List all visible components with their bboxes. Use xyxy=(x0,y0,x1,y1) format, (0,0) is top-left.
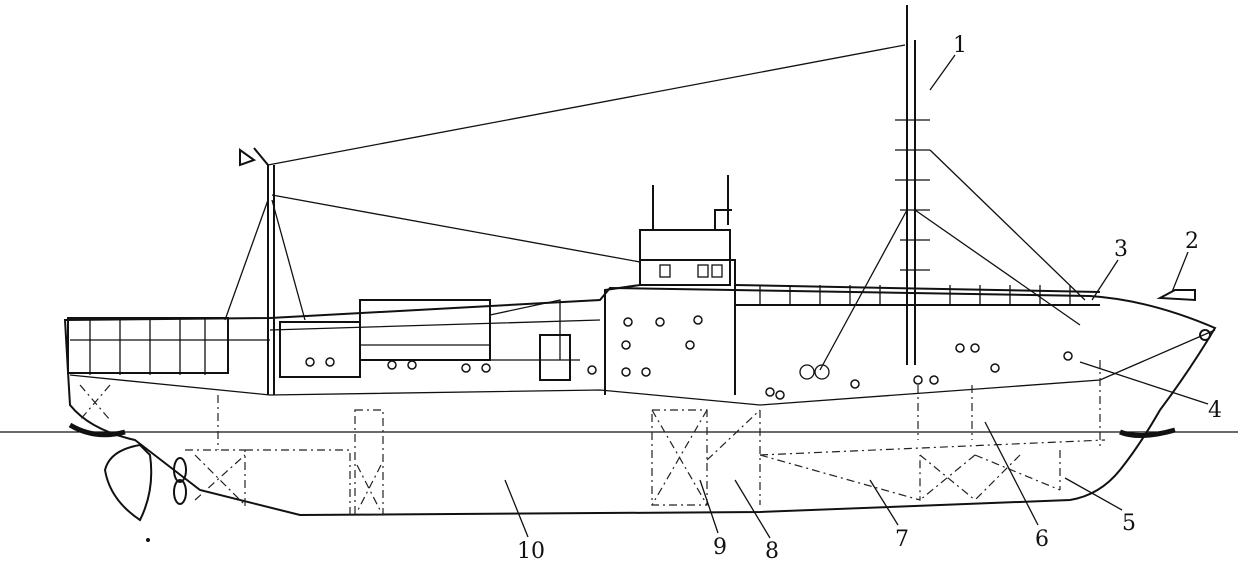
rudder xyxy=(103,443,153,522)
propeller xyxy=(173,457,187,505)
label-3: 3 xyxy=(1114,237,1128,262)
hull xyxy=(63,286,1217,517)
speck xyxy=(146,538,150,542)
bridge xyxy=(604,175,736,395)
stay-wires xyxy=(267,44,906,263)
aft-deckhouse xyxy=(67,299,580,381)
label-5: 5 xyxy=(1122,511,1136,536)
label-2: 2 xyxy=(1185,229,1199,254)
label-8: 8 xyxy=(765,539,779,564)
leader-lines xyxy=(504,54,1209,539)
label-7: 7 xyxy=(895,527,909,552)
bulwark-rails xyxy=(734,284,1101,306)
portholes xyxy=(305,315,1073,400)
fore-mast xyxy=(799,5,1086,380)
label-4: 4 xyxy=(1208,398,1222,423)
water-splash xyxy=(68,422,1176,438)
label-1: 1 xyxy=(953,33,967,58)
label-9: 9 xyxy=(713,535,727,560)
bow-winch xyxy=(1156,289,1212,341)
aft-mast xyxy=(224,147,306,395)
label-10: 10 xyxy=(517,539,545,564)
compartments xyxy=(79,360,1106,516)
label-6: 6 xyxy=(1035,527,1049,552)
